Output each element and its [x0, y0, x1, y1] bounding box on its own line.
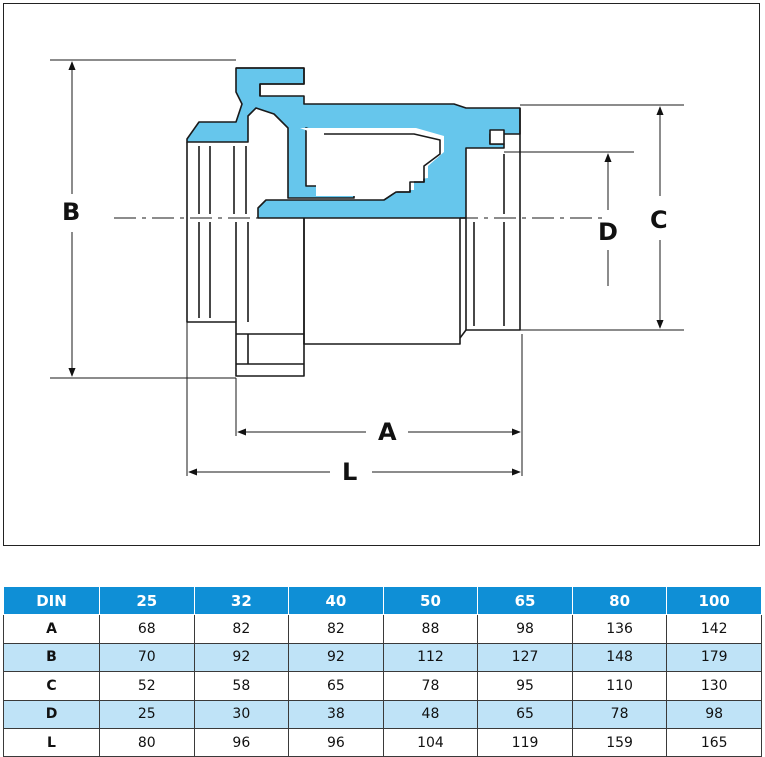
table-cell: 88: [382, 614, 479, 644]
table-row: D 25 30 38 48 65 78 98: [3, 699, 762, 729]
header-col: 65: [477, 585, 573, 616]
table-cell: 68: [99, 614, 195, 644]
table-cell: 48: [382, 699, 479, 729]
row-label: C: [3, 671, 100, 701]
table-cell: 119: [477, 727, 573, 757]
table-cell: 82: [193, 614, 290, 644]
table-cell: 25: [99, 699, 195, 729]
table-cell: 98: [477, 614, 573, 644]
table-cell: 96: [193, 727, 290, 757]
table-cell: 65: [288, 671, 384, 701]
table-row: A 68 82 82 88 98 136 142: [3, 614, 762, 644]
table-cell: 70: [99, 642, 195, 673]
table-cell: 136: [571, 614, 668, 644]
table-cell: 104: [382, 727, 479, 757]
row-label: B: [3, 642, 100, 673]
seal-pocket: [489, 129, 505, 145]
table-cell: 80: [99, 727, 195, 757]
table-cell: 95: [477, 671, 573, 701]
table-cell: 148: [571, 642, 668, 673]
table-cell: 96: [288, 727, 384, 757]
dim-label-a: A: [378, 418, 397, 446]
table-cell: 92: [288, 642, 384, 673]
table-cell: 92: [193, 642, 290, 673]
dim-label-l: L: [342, 458, 357, 486]
row-label: L: [3, 727, 100, 757]
table-row: L 80 96 96 104 119 159 165: [3, 727, 762, 757]
table-cell: 78: [382, 671, 479, 701]
row-label: A: [3, 614, 100, 644]
table-cell: 52: [99, 671, 195, 701]
table-cell: 179: [666, 642, 762, 673]
header-col: 100: [666, 585, 762, 616]
table-header-row: DIN 25 32 40 50 65 80 100: [3, 585, 762, 616]
table-cell: 82: [288, 614, 384, 644]
header-din: DIN: [3, 585, 100, 616]
dim-label-c: C: [650, 206, 668, 234]
row-label: D: [3, 699, 100, 729]
table-row: C 52 58 65 78 95 110 130: [3, 671, 762, 701]
table-cell: 65: [477, 699, 573, 729]
technical-drawing: B C D A L: [3, 3, 760, 546]
header-col: 50: [382, 585, 479, 616]
table-cell: 58: [193, 671, 290, 701]
dim-label-d: D: [598, 218, 618, 246]
table-cell: 78: [571, 699, 668, 729]
table-cell: 159: [571, 727, 668, 757]
inner-cavity: [300, 128, 444, 196]
table-cell: 30: [193, 699, 290, 729]
table-cell: 112: [382, 642, 479, 673]
table-cell: 98: [666, 699, 762, 729]
table-cell: 142: [666, 614, 762, 644]
dim-label-b: B: [62, 198, 80, 226]
header-col: 80: [571, 585, 668, 616]
body-lower-outline: [303, 218, 461, 345]
header-col: 32: [193, 585, 290, 616]
dimensions-table: DIN 25 32 40 50 65 80 100 A 68 82 82 88 …: [3, 585, 762, 757]
table-cell: 127: [477, 642, 573, 673]
table-row: B 70 92 92 112 127 148 179: [3, 642, 762, 673]
header-col: 25: [99, 585, 195, 616]
table-cell: 110: [571, 671, 668, 701]
table-cell: 130: [666, 671, 762, 701]
cross-section-drawing: B C D A L: [50, 59, 684, 486]
table-cell: 165: [666, 727, 762, 757]
table-cell: 38: [288, 699, 384, 729]
header-col: 40: [288, 585, 384, 616]
